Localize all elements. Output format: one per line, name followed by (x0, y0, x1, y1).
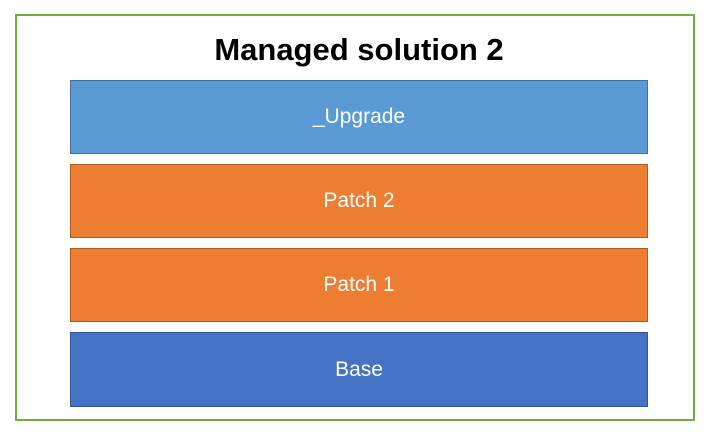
layer-patch-1: Patch 1 (70, 248, 648, 322)
layer-upgrade-label: _Upgrade (312, 105, 406, 128)
layer-patch-2-label: Patch 2 (323, 189, 395, 212)
layer-patch-1-label: Patch 1 (323, 273, 395, 296)
layer-upgrade: _Upgrade (70, 80, 648, 154)
diagram-title: Managed solution 2 (214, 32, 504, 67)
layer-base: Base (70, 332, 648, 407)
layer-patch-2: Patch 2 (70, 164, 648, 238)
layer-base-label: Base (335, 357, 383, 381)
